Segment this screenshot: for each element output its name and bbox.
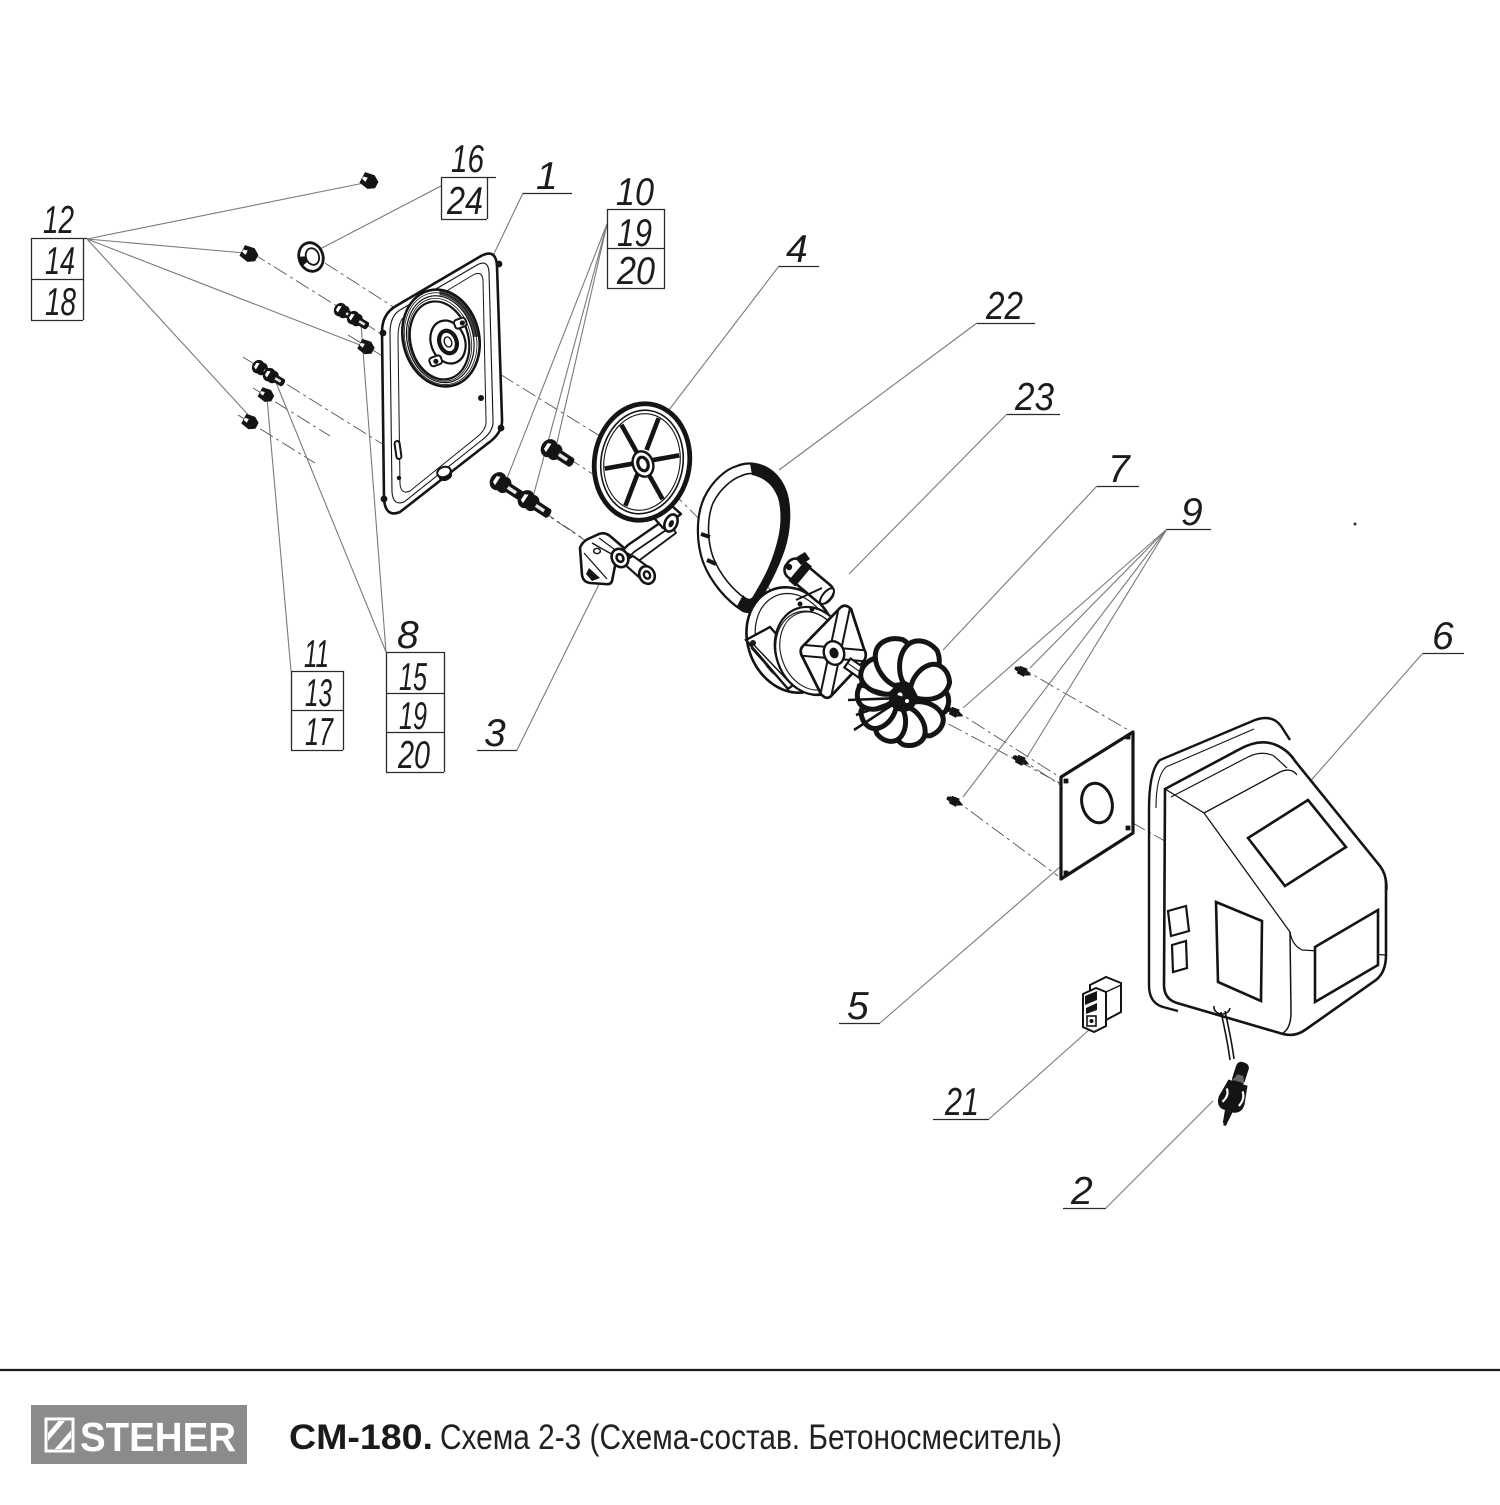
svg-text:7: 7: [1108, 448, 1131, 491]
svg-text:4: 4: [786, 228, 808, 271]
svg-text:12: 12: [43, 199, 74, 242]
svg-text:10: 10: [616, 171, 654, 214]
svg-text:15: 15: [399, 656, 427, 699]
svg-text:16: 16: [451, 138, 484, 181]
svg-text:21: 21: [944, 1081, 979, 1124]
svg-text:1: 1: [536, 155, 558, 198]
svg-text:CM-180.: CM-180.: [289, 1418, 433, 1457]
svg-text:STEHER: STEHER: [80, 1414, 236, 1460]
svg-text:9: 9: [1181, 491, 1203, 534]
svg-text:24: 24: [446, 180, 483, 223]
svg-text:14: 14: [45, 240, 75, 283]
svg-text:22: 22: [985, 285, 1023, 328]
svg-text:19: 19: [617, 212, 652, 255]
svg-text:3: 3: [484, 712, 506, 755]
svg-text:6: 6: [1432, 615, 1454, 658]
svg-text:11: 11: [304, 633, 329, 676]
svg-text:23: 23: [1014, 376, 1054, 419]
svg-text:5: 5: [847, 985, 869, 1028]
svg-text:17: 17: [305, 711, 334, 754]
svg-text:20: 20: [397, 734, 430, 777]
svg-text:8: 8: [397, 614, 419, 657]
svg-text:2: 2: [1070, 1170, 1093, 1213]
svg-text:19: 19: [399, 695, 427, 738]
svg-text:Схема 2-3 (Схема-состав. Бетон: Схема 2-3 (Схема-состав. Бетоносмеситель…: [440, 1418, 1062, 1457]
svg-text:18: 18: [45, 281, 76, 324]
svg-text:20: 20: [616, 250, 655, 293]
svg-text:13: 13: [305, 672, 332, 715]
